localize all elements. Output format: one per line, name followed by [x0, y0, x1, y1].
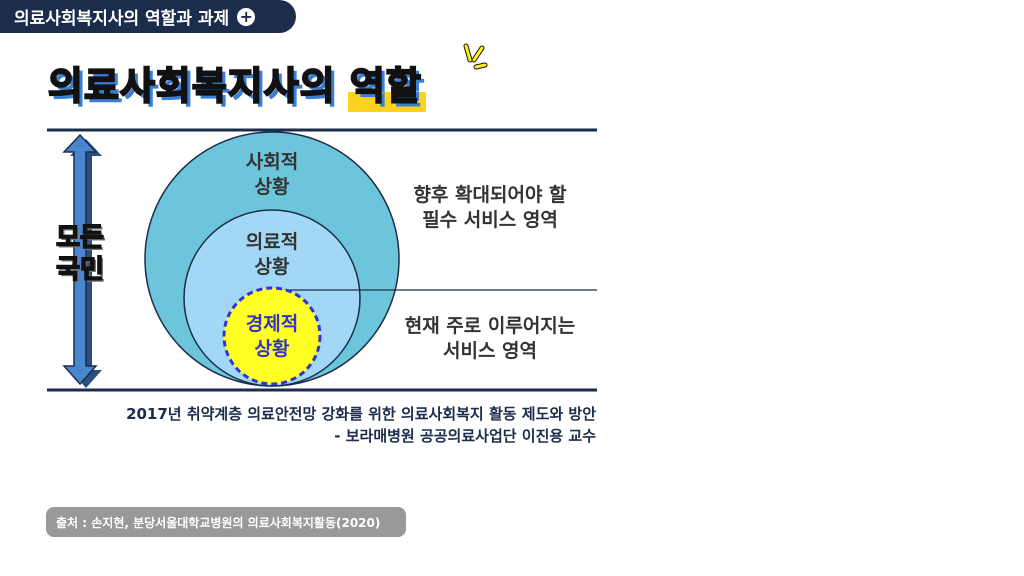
page-title: 의료사회복지사의 역할: [47, 55, 422, 110]
citation: 2017년 취약계층 의료안전망 강화를 위한 의료사회복지 활동 제도와 방안…: [126, 405, 596, 445]
title-highlight: 역할: [349, 63, 422, 109]
plus-circle-icon[interactable]: +: [237, 7, 256, 26]
title-main: 의료사회복지사의: [47, 63, 336, 109]
double-arrow-icon: [62, 133, 102, 388]
sparkle-icon: [463, 43, 488, 70]
tab-label: 의료사회복지사의 역할과 과제: [14, 9, 230, 29]
section-tab[interactable]: 의료사회복지사의 역할과 과제 +: [0, 0, 296, 33]
source-badge: 출처 : 손지현, 분당서울대학교병원의 의료사회복지활동(2020): [46, 507, 406, 537]
economic-circle: [222, 286, 322, 386]
